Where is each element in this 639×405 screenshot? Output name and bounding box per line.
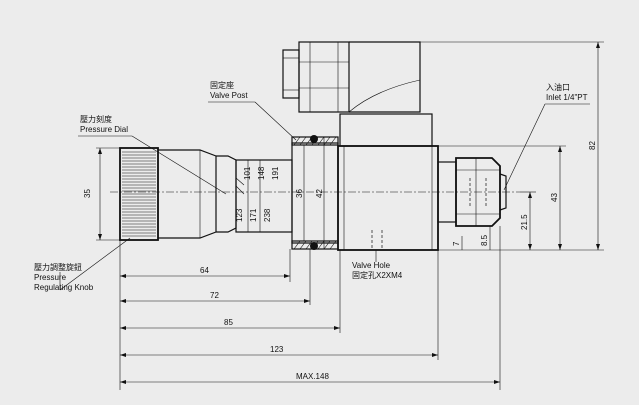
dim-7: 7 <box>452 241 461 246</box>
dim-21-5: 21.5 <box>520 214 529 230</box>
dim-123: 123 <box>270 345 284 354</box>
dial-cn: 壓力刻度 <box>80 114 112 124</box>
dim-35: 35 <box>83 189 92 198</box>
dim-171: 171 <box>249 208 258 222</box>
knob-en-1: Pressure <box>34 273 67 282</box>
post-diameter-dims <box>303 137 325 249</box>
valve-post-cn: 固定座 <box>210 80 234 90</box>
knob-shaft <box>158 149 217 239</box>
regulating-knob <box>119 147 159 241</box>
bottom-dimensions <box>119 226 501 390</box>
inlet-en: Inlet 1/4"PT <box>546 93 588 102</box>
dim-191: 191 <box>271 166 280 180</box>
dim-36: 36 <box>295 189 304 198</box>
hole-cn: 固定孔X2XM4 <box>352 270 403 280</box>
valve-post <box>291 135 339 250</box>
dim-101: 101 <box>243 166 252 180</box>
leader-lines <box>59 101 590 291</box>
hole-en: Valve Hole <box>352 261 391 270</box>
dim-8-5: 8.5 <box>480 234 489 246</box>
dial-en: Pressure Dial <box>80 125 128 134</box>
knob-cn: 壓力調整旋鈕 <box>34 262 82 272</box>
labels: 固定座 Valve Post 壓力刻度 Pressure Dial 壓力調整旋鈕… <box>34 80 588 292</box>
dim-42: 42 <box>315 189 324 198</box>
dim-43: 43 <box>550 193 559 202</box>
dim-72: 72 <box>210 291 219 300</box>
right-dimensions <box>420 41 604 251</box>
pressure-dial <box>216 155 293 233</box>
dim-82: 82 <box>588 141 597 150</box>
dim-238: 238 <box>263 208 272 222</box>
valve-body <box>337 113 439 251</box>
dim-148: 148 <box>257 166 266 180</box>
dim-123a: 123 <box>235 208 244 222</box>
valve-post-en: Valve Post <box>210 91 248 100</box>
dim-85: 85 <box>224 318 233 327</box>
inlet-cn: 入油口 <box>546 82 570 92</box>
dim-64: 64 <box>200 266 209 275</box>
knob-diameter-dim <box>96 147 120 241</box>
knob-en-2: Regulating Knob <box>34 283 94 292</box>
connector-housing <box>282 41 421 113</box>
dim-max-148: MAX.148 <box>296 372 329 381</box>
dimension-values: 35 123 171 238 101 148 191 36 42 43 82 2… <box>83 141 597 381</box>
